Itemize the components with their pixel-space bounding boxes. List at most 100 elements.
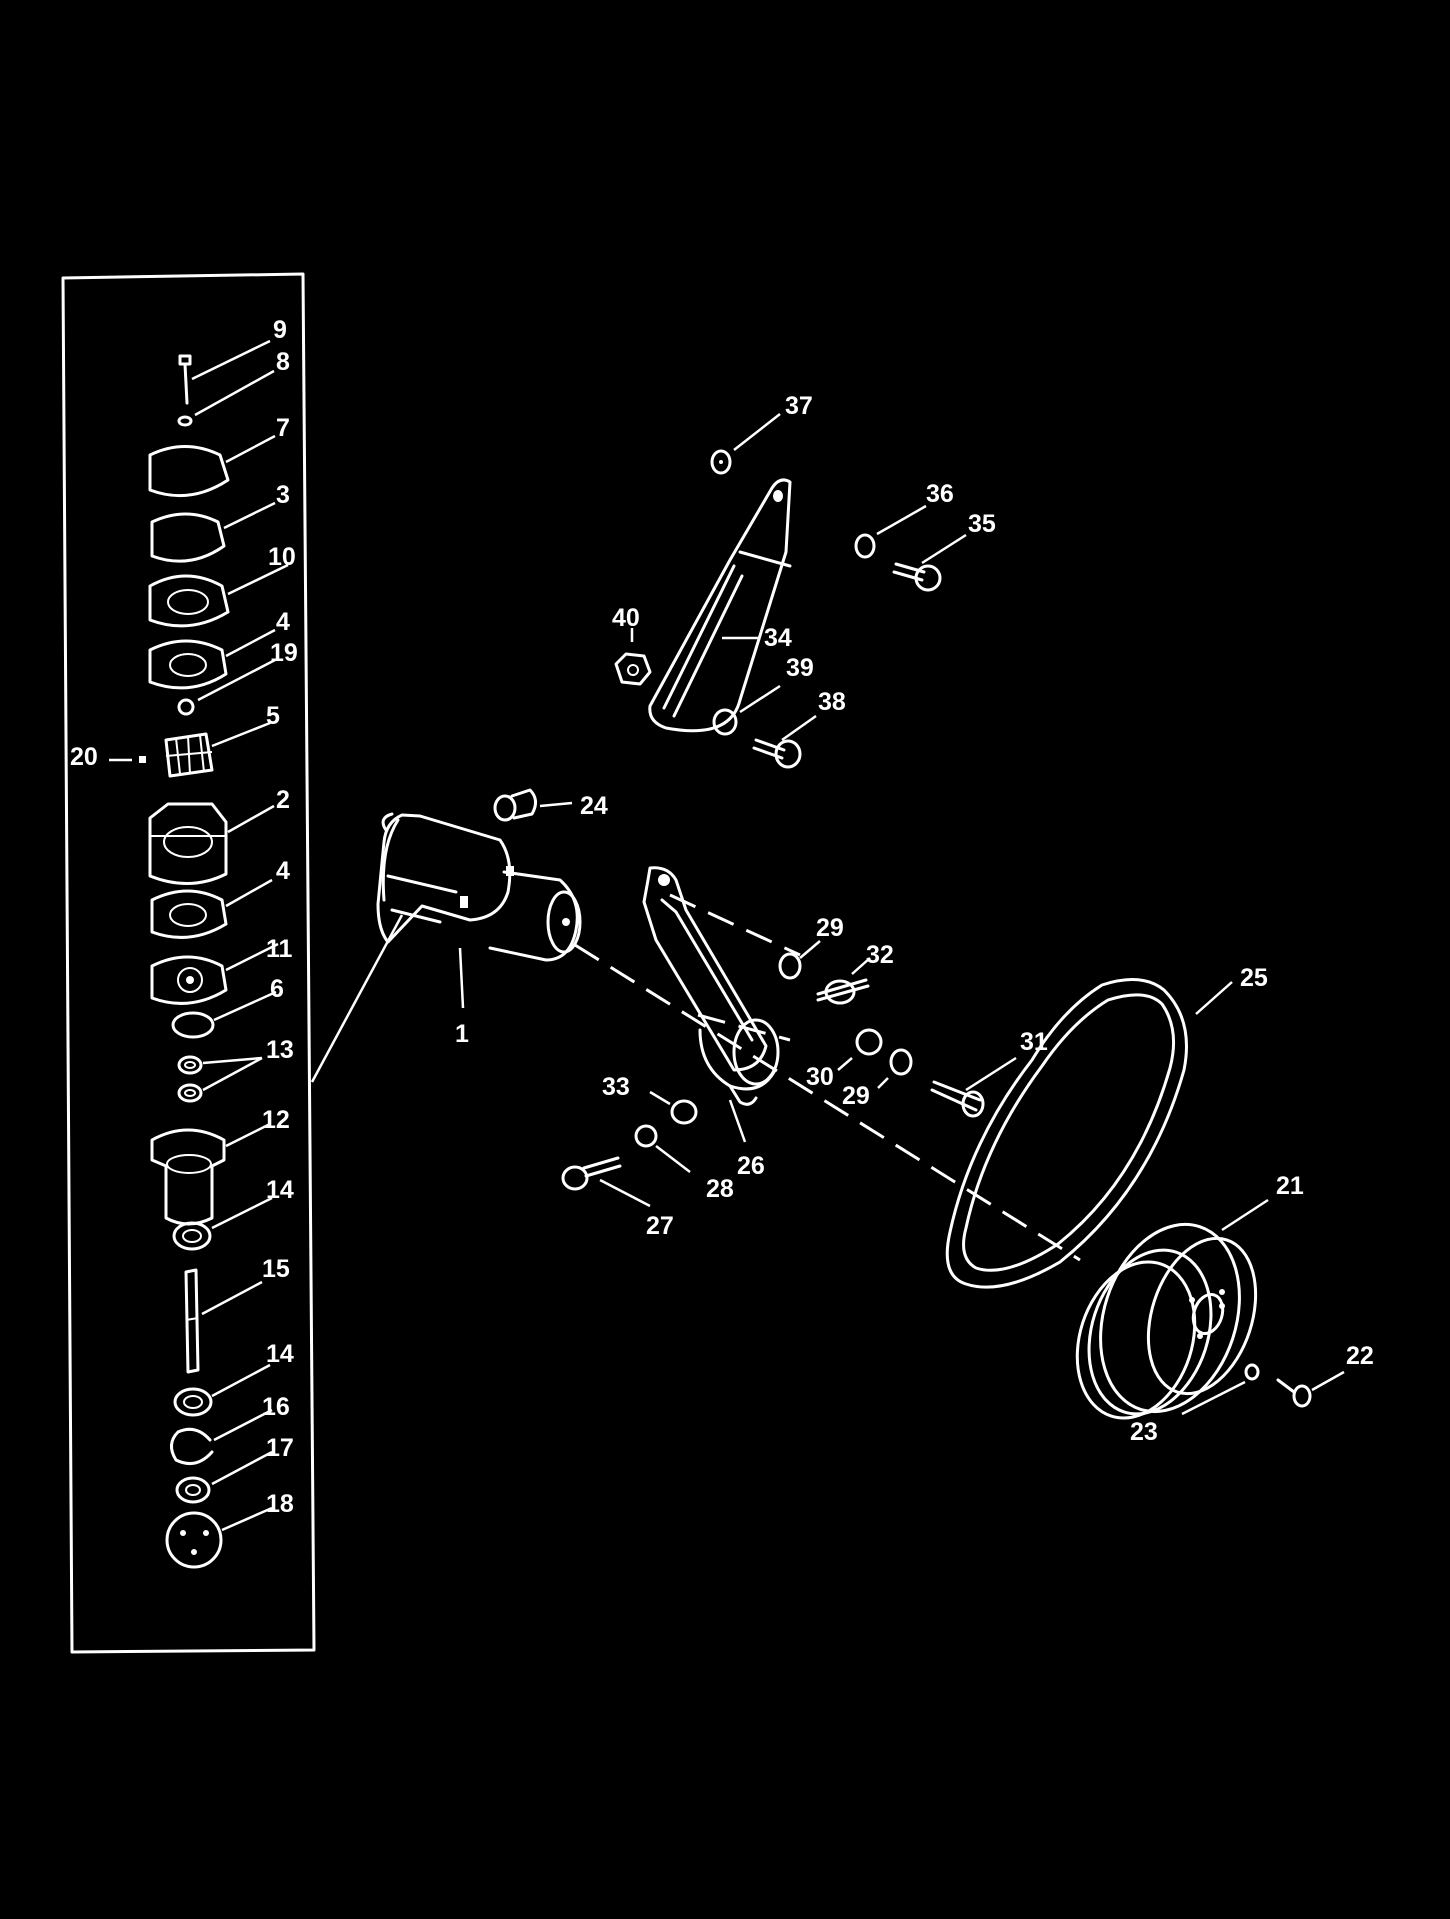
gasket-part-4-lower xyxy=(150,889,228,939)
leader-31 xyxy=(965,1056,1017,1092)
bolt-part-22 xyxy=(1276,1378,1312,1408)
leader-19 xyxy=(197,658,276,702)
bolt-part-35 xyxy=(892,562,942,592)
bolt-part-32 xyxy=(816,978,870,1005)
leader-13b xyxy=(202,1056,263,1092)
bolt-part-38 xyxy=(752,738,802,769)
label-14-lower: 14 xyxy=(266,1340,294,1368)
leader-1 xyxy=(458,947,465,1009)
washer-part-28 xyxy=(634,1124,658,1148)
label-12: 12 xyxy=(262,1106,290,1134)
leader-15 xyxy=(201,1280,263,1316)
leader-23 xyxy=(1181,1380,1246,1416)
gasket-part-3 xyxy=(150,512,226,563)
label-8: 8 xyxy=(276,348,290,376)
washer-part-37 xyxy=(710,449,732,475)
label-28: 28 xyxy=(706,1175,734,1203)
impeller-part-5 xyxy=(164,732,214,778)
label-5: 5 xyxy=(266,702,280,730)
hub-part-18 xyxy=(165,1511,223,1569)
fitting-part-24 xyxy=(493,788,537,822)
bearing-part-14-upper xyxy=(172,1221,212,1251)
label-25: 25 xyxy=(1240,964,1268,992)
label-14-upper: 14 xyxy=(266,1176,294,1204)
leader-14-upper xyxy=(211,1196,273,1230)
label-30: 30 xyxy=(806,1063,834,1091)
leader-4-upper xyxy=(225,628,276,658)
washer-part-23 xyxy=(1244,1363,1260,1381)
label-13: 13 xyxy=(266,1036,294,1064)
washer-part-29-lower xyxy=(889,1048,913,1076)
leader-26 xyxy=(728,1099,747,1143)
leader-11 xyxy=(225,942,279,972)
label-2: 2 xyxy=(276,786,290,814)
label-31: 31 xyxy=(1020,1028,1048,1056)
label-37: 37 xyxy=(785,392,813,420)
ball-part-19 xyxy=(177,698,195,716)
leader-8 xyxy=(194,369,275,417)
label-7: 7 xyxy=(276,414,290,442)
leader-5 xyxy=(211,721,271,748)
label-36: 36 xyxy=(926,480,954,508)
leader-29-lower xyxy=(877,1077,889,1089)
label-9: 9 xyxy=(273,316,287,344)
oring-part-6 xyxy=(171,1011,215,1039)
leader-13a xyxy=(202,1056,263,1065)
pin-part-20 xyxy=(139,756,146,763)
shaft-part-15 xyxy=(184,1268,200,1374)
label-32: 32 xyxy=(866,941,894,969)
bolt-part-31 xyxy=(930,1080,985,1118)
snap-ring-part-16 xyxy=(170,1427,214,1466)
label-18: 18 xyxy=(266,1490,294,1518)
washer-part-17 xyxy=(175,1476,211,1504)
centerline-pump-pulley xyxy=(574,943,1081,1262)
housing-part-2 xyxy=(148,802,228,886)
plate-part-10 xyxy=(148,574,230,628)
leader-25 xyxy=(1195,981,1233,1015)
leader-4-lower xyxy=(225,878,273,908)
label-33: 33 xyxy=(602,1073,630,1101)
label-15: 15 xyxy=(262,1255,290,1283)
leader-18 xyxy=(221,1506,273,1532)
label-26: 26 xyxy=(737,1152,765,1180)
leader-38 xyxy=(781,714,817,742)
pump-body-part-1 xyxy=(376,812,582,962)
leader-14-lower xyxy=(211,1363,271,1398)
label-40: 40 xyxy=(612,604,640,632)
leader-2 xyxy=(227,804,275,834)
seal-part-13 xyxy=(177,1055,203,1103)
label-23: 23 xyxy=(1130,1418,1158,1446)
leader-17 xyxy=(211,1450,273,1486)
label-34: 34 xyxy=(764,624,792,652)
label-35: 35 xyxy=(968,510,996,538)
leader-37 xyxy=(733,413,781,451)
label-29-lower: 29 xyxy=(842,1082,870,1110)
label-22: 22 xyxy=(1346,1342,1374,1370)
leader-9 xyxy=(191,339,271,381)
leader-28 xyxy=(655,1145,691,1173)
washer-part-29-upper xyxy=(778,952,802,980)
label-17: 17 xyxy=(266,1434,294,1462)
label-20: 20 xyxy=(70,743,98,771)
plate-part-11 xyxy=(150,955,228,1005)
leader-27 xyxy=(599,1178,651,1208)
leader-10 xyxy=(227,563,289,596)
label-1: 1 xyxy=(455,1020,469,1048)
pulley-part-21 xyxy=(1075,1222,1258,1420)
washer-part-33 xyxy=(670,1099,698,1125)
leader-21 xyxy=(1221,1198,1269,1232)
gasket-part-4-upper xyxy=(148,639,228,690)
label-6: 6 xyxy=(270,975,284,1003)
leader-7 xyxy=(225,434,276,464)
label-29-upper: 29 xyxy=(816,914,844,942)
label-16: 16 xyxy=(262,1393,290,1421)
leader-12 xyxy=(225,1122,271,1148)
label-10: 10 xyxy=(268,543,296,571)
bearing-housing-part-12 xyxy=(150,1128,226,1226)
label-4-lower: 4 xyxy=(276,857,290,885)
leader-16 xyxy=(213,1408,273,1442)
washer-part-30 xyxy=(855,1028,883,1056)
leader-22 xyxy=(1311,1370,1345,1392)
label-19: 19 xyxy=(270,639,298,667)
belt-part-25 xyxy=(945,978,1188,1289)
